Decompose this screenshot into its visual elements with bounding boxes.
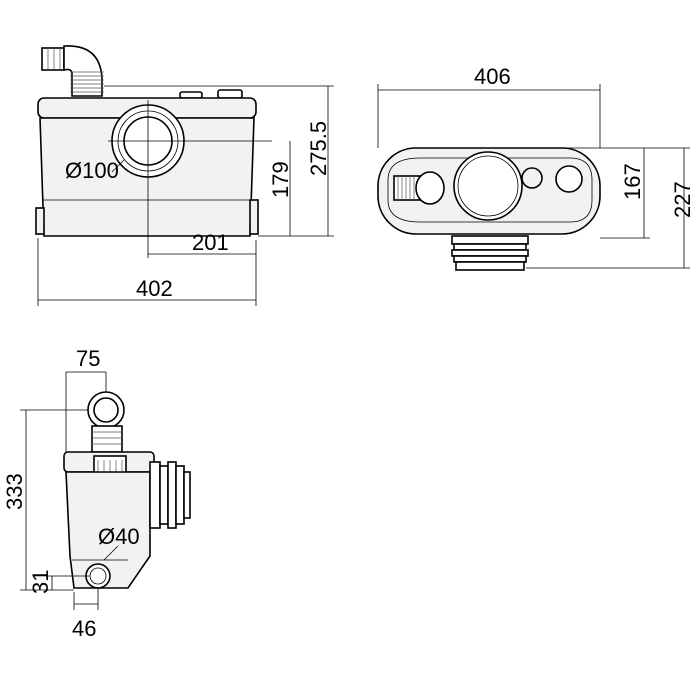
bellows-outlet [451, 235, 529, 271]
label-drain-diameter: Ø40 [98, 524, 140, 549]
front-view: Ø100 201 402 179 275.5 [35, 45, 334, 306]
label-drain-offset: 46 [72, 616, 96, 641]
top-lid-circle [453, 151, 523, 221]
elbow-pipe [41, 45, 104, 97]
label-total-width: 402 [136, 276, 173, 301]
label-depth-total: 406 [474, 64, 511, 89]
label-side-height-total: 333 [2, 473, 27, 510]
label-total-height: 275.5 [306, 121, 331, 176]
label-centerline-height: 179 [268, 161, 293, 198]
label-centerline-width: 201 [192, 230, 229, 255]
side-view: Ø40 75 333 31 46 [2, 346, 191, 641]
label-drain-height: 31 [28, 570, 53, 594]
label-top-height-total: 227 [670, 181, 695, 218]
label-outlet-offset: 75 [76, 346, 100, 371]
side-bellows [149, 461, 191, 529]
label-outlet-diameter: Ø100 [65, 158, 119, 183]
top-view: 406 167 227 [377, 64, 695, 271]
label-height-to-inlet: 167 [620, 163, 645, 200]
